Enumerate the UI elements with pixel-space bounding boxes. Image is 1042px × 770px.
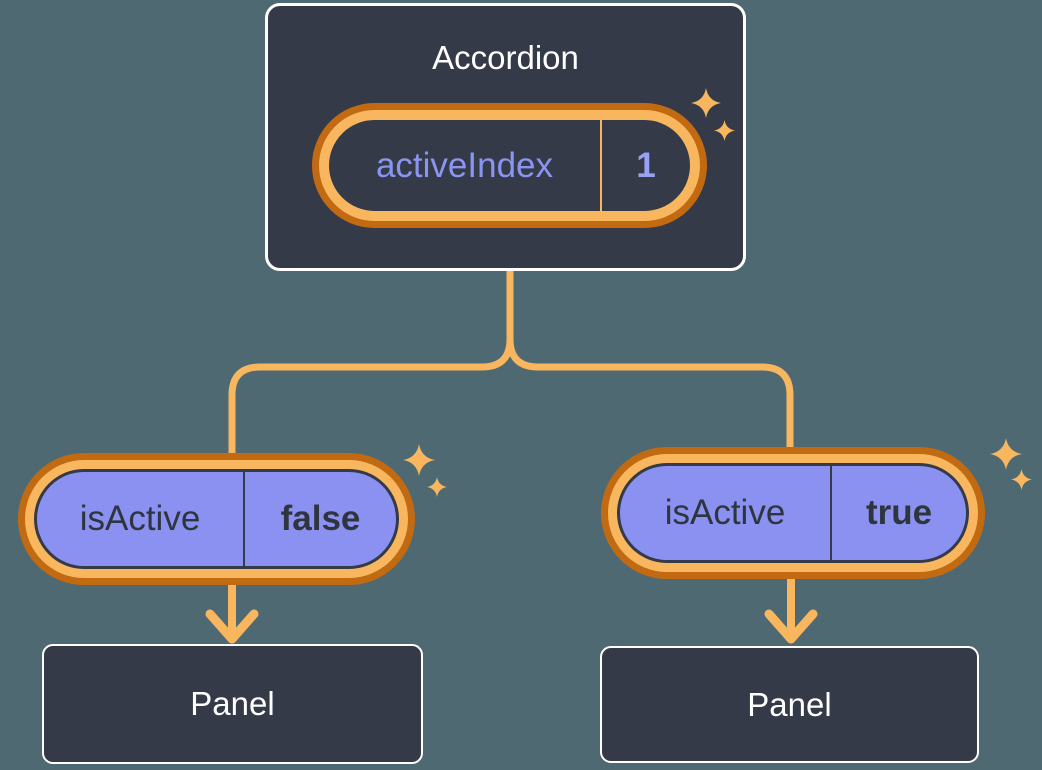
- state-value: true: [865, 493, 933, 532]
- state-value: false: [280, 499, 361, 538]
- branch-line-right: [506, 268, 794, 455]
- state-pill-is-active-left: isActive false: [34, 469, 399, 569]
- arrow-head-left: [205, 609, 259, 644]
- sparkle-icon-small: [1011, 469, 1032, 490]
- state-name-label: isActive: [664, 493, 786, 532]
- pill-divider: [830, 466, 832, 560]
- sparkle-icon-small: [714, 120, 735, 141]
- panel-title: Panel: [747, 685, 832, 723]
- arrow-head-right: [764, 609, 818, 644]
- state-value: 1: [636, 145, 656, 185]
- state-name-label: activeIndex: [375, 145, 554, 185]
- state-name-label: isActive: [79, 499, 201, 538]
- sparkle-icon: [403, 444, 435, 476]
- sparkle-icon: [691, 88, 721, 118]
- pill-divider: [600, 120, 602, 211]
- pill-divider: [243, 472, 245, 566]
- panel-box-left: Panel: [42, 644, 423, 764]
- panel-box-right: Panel: [600, 646, 979, 763]
- state-pill-active-index: activeIndex 1: [319, 110, 700, 221]
- branch-line-left: [228, 268, 514, 460]
- state-pill-is-active-right: isActive true: [617, 463, 969, 563]
- sparkle-icon-small: [427, 477, 447, 497]
- accordion-title: Accordion: [432, 39, 579, 76]
- sparkle-icon: [990, 438, 1022, 470]
- panel-title: Panel: [190, 685, 275, 722]
